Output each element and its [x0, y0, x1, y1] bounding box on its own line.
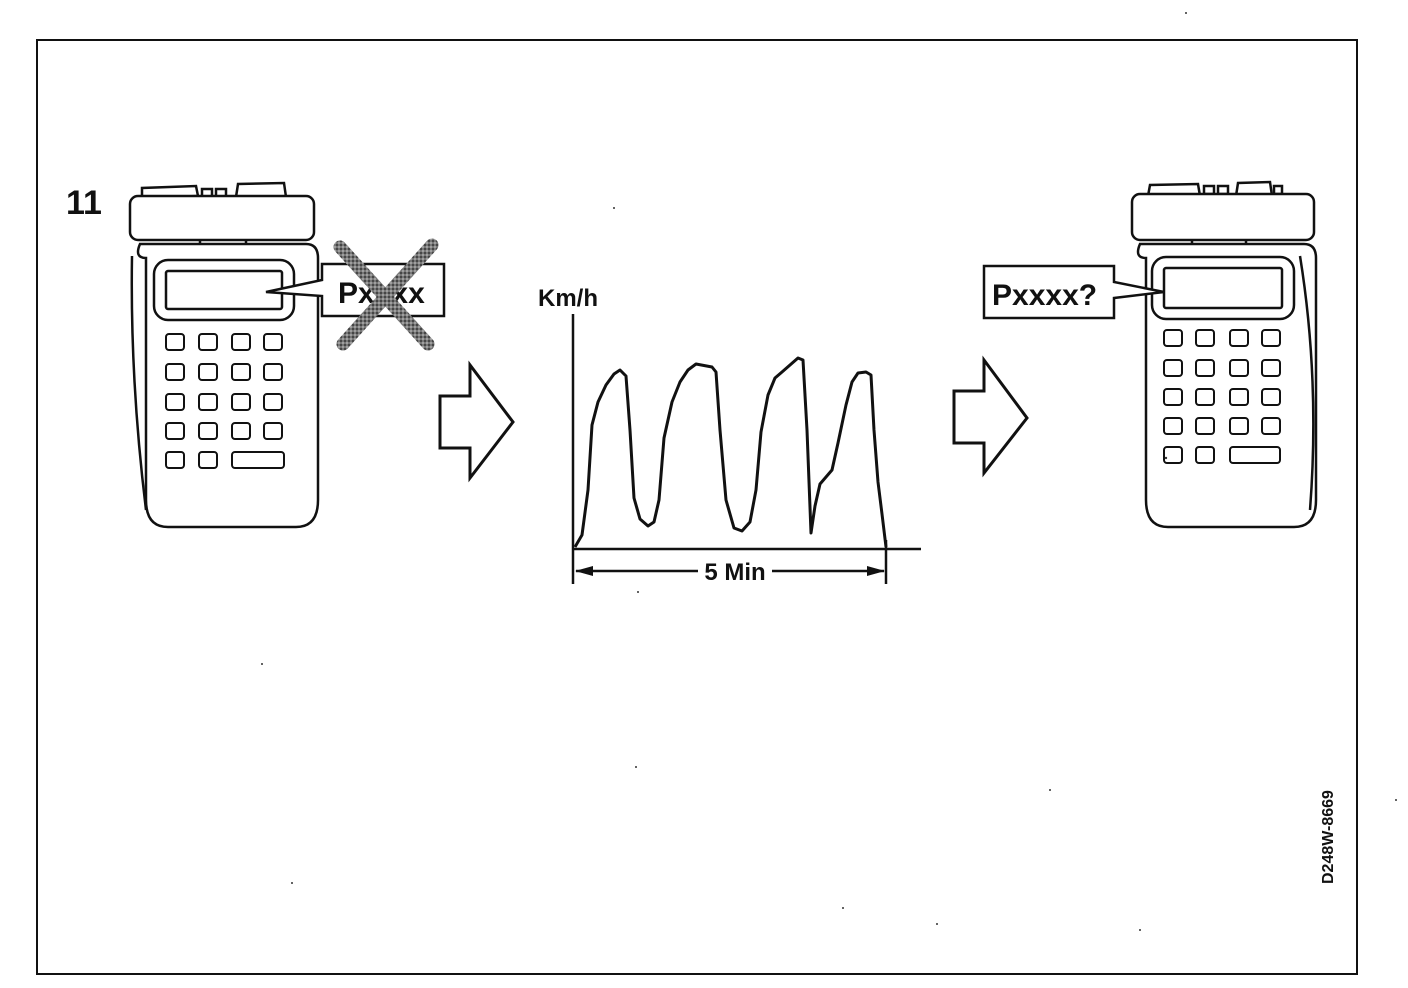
handheld-terminal-right: [1130, 180, 1318, 529]
speed-curve: [573, 356, 888, 548]
right-callout-text: Pxxxx?: [992, 279, 1097, 312]
handheld-terminal-left: [128, 181, 320, 529]
speed-graph: Km/h 5 Min: [538, 285, 921, 586]
figure-frame: [36, 39, 1358, 975]
duration-label: 5 Min: [704, 559, 765, 586]
graph-y-label: Km/h: [538, 285, 598, 312]
step-number: 11: [66, 184, 102, 222]
right-callout: Pxxxx?: [982, 264, 1165, 320]
arrow-right-2: [952, 355, 1029, 478]
cross-out-mark: [333, 238, 439, 351]
arrow-right-1: [438, 360, 515, 483]
scan-specks: [261, 12, 1397, 931]
figure-code: D248W-8669: [1320, 790, 1337, 884]
